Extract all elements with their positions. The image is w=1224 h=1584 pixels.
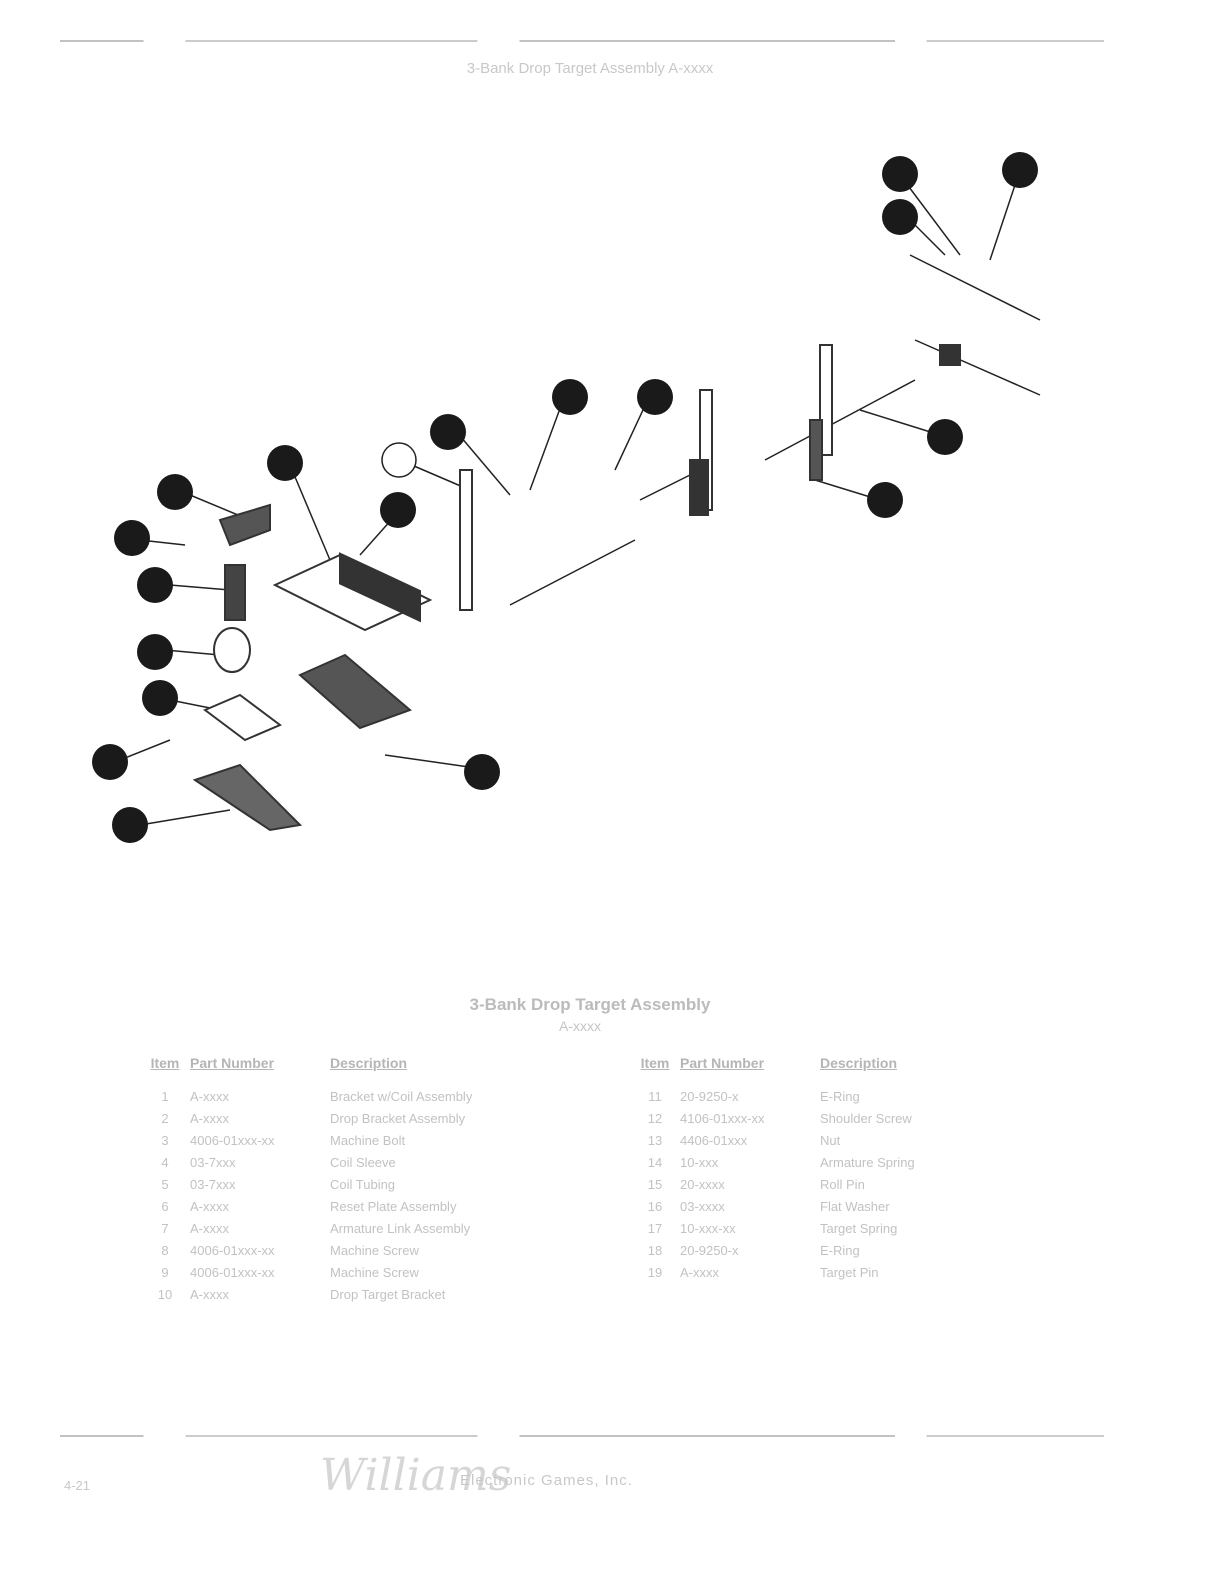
bottom-rule	[60, 1435, 1104, 1437]
table-row: 4 03-7xxx Coil Sleeve	[140, 1151, 472, 1173]
description: Coil Sleeve	[330, 1154, 396, 1170]
description: Target Spring	[820, 1220, 898, 1236]
part-number: 20-9250-x	[680, 1242, 739, 1258]
item-number: 6	[161, 1198, 169, 1214]
description: Machine Screw	[330, 1264, 419, 1280]
table-row: 3 4006-01xxx-xx Machine Bolt	[140, 1129, 472, 1151]
description: Drop Bracket Assembly	[330, 1110, 466, 1126]
part-number: A-xxxx	[190, 1286, 229, 1302]
item-number: 11	[648, 1088, 662, 1104]
description: Nut	[820, 1132, 841, 1148]
table-row: 2 A-xxxx Drop Bracket Assembly	[140, 1107, 472, 1129]
item-number: 14	[647, 1154, 663, 1170]
part-number: A-xxxx	[190, 1220, 229, 1236]
part-number: 4406-01xxx	[680, 1132, 748, 1148]
part-number: 20-xxxx	[680, 1176, 725, 1192]
item-number: 15	[647, 1176, 663, 1192]
description: Target Pin	[820, 1264, 879, 1280]
col-part-number: Part Number	[680, 1055, 765, 1071]
col-part-number: Part Number	[190, 1055, 275, 1071]
part-number: 4006-01xxx-xx	[190, 1132, 275, 1148]
col-description: Description	[330, 1055, 408, 1071]
item-number: 19	[647, 1264, 663, 1280]
item-number: 10	[157, 1286, 173, 1302]
description: Bracket w/Coil Assembly	[330, 1088, 473, 1104]
part-number: 03-7xxx	[190, 1154, 236, 1170]
part-number: 03-xxxx	[680, 1198, 725, 1214]
item-number: 12	[647, 1110, 663, 1126]
table-row: 18 20-9250-x E-Ring	[630, 1239, 915, 1261]
description: Flat Washer	[820, 1198, 890, 1214]
table-row: 17 10-xxx-xx Target Spring	[630, 1217, 915, 1239]
part-number: 4006-01xxx-xx	[190, 1264, 275, 1280]
table-row: 1 A-xxxx Bracket w/Coil Assembly	[140, 1085, 472, 1107]
table-row: 15 20-xxxx Roll Pin	[630, 1173, 915, 1195]
description: E-Ring	[820, 1242, 860, 1258]
item-number: 3	[161, 1132, 169, 1148]
part-number: 03-7xxx	[190, 1176, 236, 1192]
table-row: 12 4106-01xxx-xx Shoulder Screw	[630, 1107, 915, 1129]
part-number: A-xxxx	[190, 1088, 229, 1104]
top-rule	[60, 40, 1104, 42]
callout-open	[381, 442, 417, 478]
description: Armature Link Assembly	[330, 1220, 471, 1236]
parts-caption-title: 3-Bank Drop Target Assembly	[469, 995, 711, 1014]
part-number: 10-xxx	[680, 1154, 719, 1170]
part-number: 20-9250-x	[680, 1088, 739, 1104]
description: Shoulder Screw	[820, 1110, 912, 1126]
table-row: 16 03-xxxx Flat Washer	[630, 1195, 915, 1217]
page-number: 4-21	[64, 1478, 91, 1493]
table-row: 7 A-xxxx Armature Link Assembly	[140, 1217, 472, 1239]
item-number: 18	[647, 1242, 663, 1258]
parts-table-right: Item Part Number Description 11 20-9250-x…	[630, 1055, 915, 1283]
description: Machine Screw	[330, 1242, 419, 1258]
parts-caption-subtitle: A-xxxx	[559, 1018, 601, 1034]
part-number: 4106-01xxx-xx	[680, 1110, 765, 1126]
part-number: A-xxxx	[190, 1110, 229, 1126]
item-number: 2	[161, 1110, 169, 1126]
description: Coil Tubing	[330, 1176, 396, 1192]
item-number: 1	[161, 1088, 169, 1104]
williams-logo: Williams	[320, 1450, 512, 1501]
table-row: 5 03-7xxx Coil Tubing	[140, 1173, 472, 1195]
item-number: 9	[161, 1264, 169, 1280]
item-number: 13	[647, 1132, 663, 1148]
page-header: 3-Bank Drop Target Assembly A-xxxx	[466, 60, 714, 77]
item-number: 17	[647, 1220, 663, 1236]
footer-company: Electronic Games, Inc.	[460, 1472, 633, 1489]
item-number: 8	[161, 1242, 169, 1258]
item-number: 4	[161, 1154, 169, 1170]
item-number: 5	[161, 1176, 169, 1192]
col-item: Item	[640, 1055, 670, 1071]
table-row: 19 A-xxxx Target Pin	[630, 1261, 915, 1283]
part-number: A-xxxx	[190, 1198, 229, 1214]
table-row: 14 10-xxx Armature Spring	[630, 1151, 915, 1173]
part-number: 4006-01xxx-xx	[190, 1242, 275, 1258]
part-number: A-xxxx	[680, 1264, 719, 1280]
item-number: 16	[647, 1198, 663, 1214]
table-row: 13 4406-01xxx Nut	[630, 1129, 915, 1151]
callout-balls	[92, 152, 1038, 843]
description: Drop Target Bracket	[330, 1286, 446, 1302]
table-row: 10 A-xxxx Drop Target Bracket	[140, 1283, 472, 1305]
description: E-Ring	[820, 1088, 860, 1104]
table-row: 11 20-9250-x E-Ring	[630, 1085, 915, 1107]
description: Machine Bolt	[330, 1132, 406, 1148]
description: Reset Plate Assembly	[330, 1198, 457, 1214]
exploded-diagram	[92, 152, 1041, 843]
table-row: 8 4006-01xxx-xx Machine Screw	[140, 1239, 472, 1261]
table-row: 9 4006-01xxx-xx Machine Screw	[140, 1261, 472, 1283]
description: Armature Spring	[820, 1154, 915, 1170]
col-item: Item	[150, 1055, 180, 1071]
col-description: Description	[820, 1055, 898, 1071]
table-row: 6 A-xxxx Reset Plate Assembly	[140, 1195, 472, 1217]
item-number: 7	[161, 1220, 169, 1236]
part-number: 10-xxx-xx	[680, 1220, 736, 1236]
description: Roll Pin	[820, 1176, 865, 1192]
parts-drawing	[192, 344, 961, 832]
